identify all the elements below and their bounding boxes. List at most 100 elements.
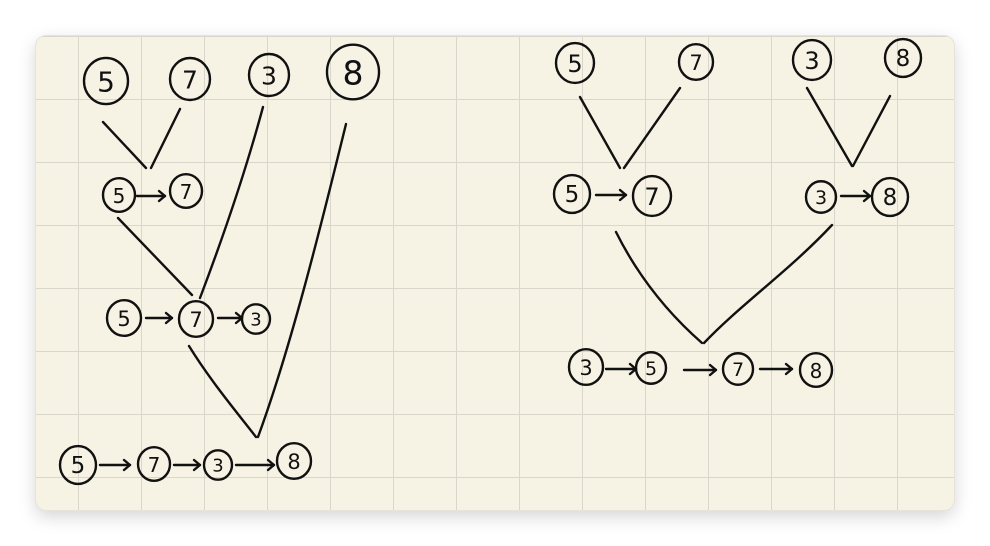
- node-circle: [554, 41, 596, 85]
- right-arrow: [594, 188, 628, 202]
- node-digit: 8: [883, 185, 898, 211]
- right-arrow: [682, 363, 718, 377]
- right-level1-node: 8: [870, 176, 910, 218]
- left-edge: [187, 344, 258, 439]
- left-edge: [149, 107, 182, 170]
- node-digit: 5: [117, 307, 130, 331]
- left-arrow: [216, 311, 244, 325]
- node-digit: 5: [71, 453, 86, 479]
- node-circle: [325, 43, 381, 101]
- left-leaf-node: 5: [82, 56, 130, 106]
- node-circle: [631, 174, 673, 218]
- node-digit: 8: [810, 359, 823, 383]
- node-digit: 5: [97, 66, 115, 99]
- right-result-node: 7: [721, 352, 755, 386]
- right-edge: [622, 86, 682, 170]
- node-digit: 7: [189, 308, 202, 332]
- merge-diagram: 5 7 3 8 5 7 5 7 3 5 7 3 8 5 7 3 8 5 7 3 8 3 5 7 8: [58, 37, 923, 486]
- node-digit: 5: [565, 182, 580, 208]
- right-leaf-node: 3: [791, 38, 833, 82]
- node-circle: [552, 173, 592, 215]
- left-level1-node: 5: [101, 176, 137, 213]
- node-circle: [275, 441, 313, 481]
- left-edge: [116, 216, 194, 297]
- node-digit: 7: [732, 359, 744, 381]
- left-edge: [256, 122, 348, 439]
- left-level2-node: 3: [240, 303, 272, 335]
- left-level2-node: 7: [177, 299, 215, 339]
- node-digit: 5: [113, 184, 126, 208]
- node-digit: 7: [180, 180, 193, 204]
- right-edge: [578, 95, 622, 170]
- node-circle: [721, 352, 755, 386]
- node-digit: 7: [182, 66, 198, 95]
- left-level3-node: 5: [58, 444, 98, 486]
- right-edge: [702, 223, 834, 345]
- node-digit: 3: [261, 62, 277, 91]
- node-digit: 8: [287, 450, 300, 474]
- node-digit: 7: [644, 183, 659, 211]
- left-arrow: [234, 458, 276, 472]
- node-circle: [82, 56, 130, 106]
- right-leaf-node: 7: [677, 42, 715, 82]
- node-circle: [804, 180, 838, 214]
- node-circle: [58, 444, 98, 486]
- node-circle: [168, 172, 204, 209]
- node-circle: [177, 299, 215, 339]
- left-level2-node: 5: [105, 298, 143, 338]
- node-digit: 3: [250, 310, 261, 331]
- left-arrow: [144, 311, 174, 325]
- left-arrow: [98, 458, 132, 472]
- left-leaf-node: 8: [325, 43, 381, 101]
- node-circle: [168, 56, 212, 102]
- node-digit: 3: [579, 356, 592, 380]
- right-arrow: [604, 362, 638, 376]
- right-edge: [851, 94, 892, 168]
- node-digit: 5: [567, 50, 582, 78]
- right-leaf-node: 8: [883, 37, 923, 79]
- node-circle: [634, 351, 668, 385]
- right-arrow: [839, 189, 872, 203]
- left-edge: [101, 120, 148, 170]
- node-circle: [202, 449, 234, 481]
- node-circle: [240, 303, 272, 335]
- node-circle: [567, 347, 605, 387]
- node-digit: 3: [804, 47, 819, 75]
- node-digit: 5: [645, 358, 657, 380]
- node-circle: [883, 37, 923, 79]
- right-result-node: 3: [567, 347, 605, 387]
- right-level1-node: 5: [552, 173, 592, 215]
- node-digit: 8: [896, 46, 911, 72]
- node-digit: 7: [148, 453, 161, 477]
- right-edge: [614, 230, 704, 345]
- node-circle: [101, 176, 137, 213]
- left-level1-node: 7: [168, 172, 204, 209]
- left-arrow: [172, 458, 202, 472]
- right-leaf-node: 5: [554, 41, 596, 85]
- left-edge: [198, 105, 265, 300]
- node-circle: [247, 52, 291, 98]
- graph-paper-sheet: 5 7 3 8 5 7 5 7 3 5 7 3 8 5 7 3 8 5 7 3 8 3 5 7 8: [36, 36, 954, 510]
- node-digit: 8: [343, 54, 364, 93]
- node-circle: [105, 298, 143, 338]
- node-circle: [870, 176, 910, 218]
- node-circle: [677, 42, 715, 82]
- right-level1-node: 3: [804, 180, 838, 214]
- right-edge: [805, 86, 854, 168]
- node-circle: [136, 446, 172, 483]
- node-circle: [791, 38, 833, 82]
- node-digit: 7: [689, 51, 702, 75]
- node-digit: 3: [212, 456, 223, 477]
- right-arrow: [758, 362, 794, 376]
- right-result-node: 5: [634, 351, 668, 385]
- left-level3-node: 3: [202, 449, 234, 481]
- node-circle: [798, 352, 834, 389]
- left-leaf-node: 3: [247, 52, 291, 98]
- right-result-node: 8: [798, 352, 834, 389]
- left-level3-node: 7: [136, 446, 172, 483]
- node-digit: 3: [815, 187, 827, 209]
- left-leaf-node: 7: [168, 56, 212, 102]
- left-level3-node: 8: [275, 441, 313, 481]
- left-arrow: [135, 189, 167, 203]
- right-level1-node: 7: [631, 174, 673, 218]
